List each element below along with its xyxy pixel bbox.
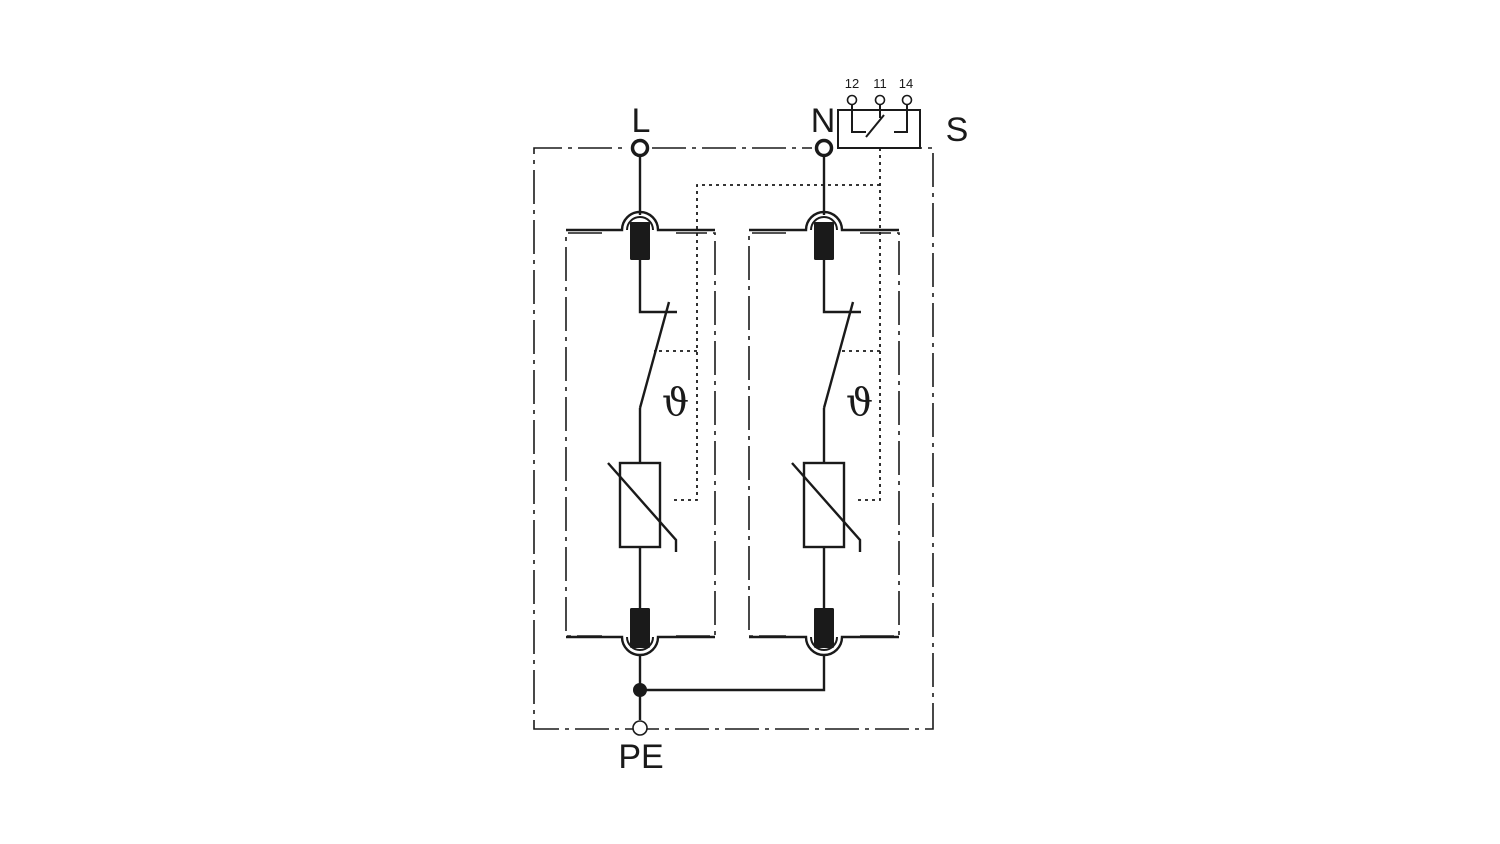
varistor-left (618, 461, 662, 549)
label-pe: PE (618, 738, 663, 776)
aux-contact-14: 14 (899, 76, 913, 91)
aux-contact-11: 11 (873, 76, 887, 91)
thermal-symbol-left: ϑ (662, 380, 689, 424)
label-neutral: N (811, 102, 836, 140)
pe-junction-dot (633, 683, 647, 697)
fuse-bottom-left (630, 608, 650, 648)
disconnector-right (822, 301, 855, 409)
label-signal: S (946, 111, 969, 149)
varistor-right (802, 461, 846, 549)
line-branch: ϑ (566, 138, 715, 720)
thermal-linkage (654, 148, 881, 501)
fuse-bottom-right (814, 608, 834, 648)
terminal-pe (632, 720, 648, 736)
label-line: L (632, 102, 651, 140)
fuse-top-right (814, 222, 834, 260)
signal-contact: 12 11 14 (837, 76, 921, 149)
thermal-symbol-right: ϑ (846, 380, 873, 424)
outer-enclosure (533, 147, 934, 730)
fuse-top-left (630, 222, 650, 260)
disconnector-left (638, 301, 671, 409)
terminal-neutral (814, 138, 834, 158)
neutral-branch: ϑ (640, 138, 899, 692)
terminal-line (630, 138, 650, 158)
aux-contact-12: 12 (845, 76, 859, 91)
